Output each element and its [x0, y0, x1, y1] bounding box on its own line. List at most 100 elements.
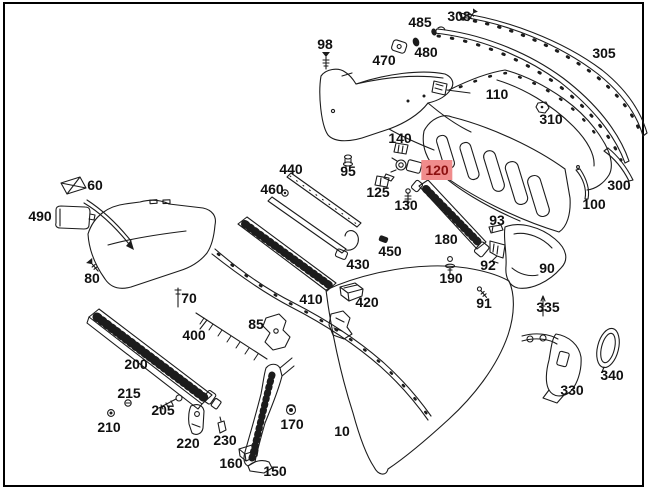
part-label-125[interactable]: 125 — [366, 184, 390, 200]
part-label-430[interactable]: 430 — [346, 256, 370, 272]
part-label-92[interactable]: 92 — [480, 257, 496, 273]
part-label-120[interactable]: 120 — [421, 160, 453, 180]
part-label-98[interactable]: 98 — [317, 36, 333, 52]
part-label-205[interactable]: 205 — [151, 402, 175, 418]
part-430-strip — [267, 196, 359, 260]
fastener-91-screw — [476, 286, 488, 298]
part-305-trim-strip — [458, 12, 648, 137]
part-label-91[interactable]: 91 — [476, 295, 492, 311]
part-180-beam — [410, 179, 490, 258]
part-seal-strip-arrow — [83, 199, 134, 250]
fastener-210-grommet — [107, 409, 115, 417]
part-60-pad — [60, 176, 87, 195]
part-label-215[interactable]: 215 — [117, 385, 141, 401]
part-label-480[interactable]: 480 — [414, 44, 438, 60]
diagram-border — [3, 2, 644, 487]
part-label-450[interactable]: 450 — [378, 243, 402, 259]
part-label-100[interactable]: 100 — [582, 196, 606, 212]
fastener-93-clip — [488, 224, 504, 234]
part-label-140[interactable]: 140 — [388, 130, 412, 146]
fastener-190-screw — [444, 256, 456, 275]
part-label-330[interactable]: 330 — [560, 382, 584, 398]
part-label-60[interactable]: 60 — [87, 177, 103, 193]
part-label-160[interactable]: 160 — [219, 455, 243, 471]
part-label-420[interactable]: 420 — [355, 294, 379, 310]
part-440-strip — [286, 172, 362, 228]
fastener-125-clip — [374, 175, 390, 188]
part-label-170[interactable]: 170 — [280, 416, 304, 432]
part-bumper-face-edge — [406, 69, 612, 191]
part-label-220[interactable]: 220 — [176, 435, 200, 451]
fastener-70-pin — [174, 287, 182, 308]
part-400-molding — [195, 312, 268, 361]
part-label-190[interactable]: 190 — [439, 270, 463, 286]
part-label-470[interactable]: 470 — [372, 52, 396, 68]
part-label-200[interactable]: 200 — [124, 356, 148, 372]
fastener-308-screw — [467, 8, 478, 22]
part-label-440[interactable]: 440 — [279, 161, 303, 177]
part-label-130[interactable]: 130 — [394, 197, 418, 213]
part-90-corner-cap — [503, 224, 567, 289]
part-label-110[interactable]: 110 — [485, 86, 509, 102]
part-220-bracket — [188, 404, 205, 435]
fastener-80-screw — [86, 257, 99, 272]
part-label-400[interactable]: 400 — [182, 327, 206, 343]
part-label-95[interactable]: 95 — [340, 163, 356, 179]
part-100-strip — [575, 165, 590, 200]
fastener-450-clip — [378, 235, 389, 243]
part-490-box — [55, 205, 96, 230]
part-label-230[interactable]: 230 — [213, 432, 237, 448]
part-85-bracket — [262, 313, 291, 351]
part-label-410[interactable]: 410 — [299, 291, 323, 307]
fastener-130-screw — [404, 188, 412, 207]
fastener-485-clip — [431, 26, 446, 36]
part-label-93[interactable]: 93 — [489, 212, 505, 228]
fastener-140-clip — [393, 142, 409, 155]
part-340-ring — [596, 327, 620, 373]
part-label-90[interactable]: 90 — [539, 260, 555, 276]
part-label-180[interactable]: 180 — [434, 231, 458, 247]
part-330-bracket — [521, 333, 582, 404]
part-left-shell — [87, 199, 216, 289]
part-420-box — [339, 282, 364, 302]
fastener-98-screw — [322, 52, 330, 70]
part-230-clip — [217, 416, 227, 434]
part-label-80[interactable]: 80 — [84, 270, 100, 286]
part-label-308[interactable]: 308 — [447, 8, 471, 24]
part-label-10[interactable]: 10 — [334, 423, 350, 439]
part-160-box — [238, 444, 259, 462]
fastener-460-clip — [281, 189, 289, 197]
fastener-335-pin — [540, 295, 546, 317]
part-10-panel — [325, 265, 514, 475]
part-92-bracket — [489, 240, 506, 264]
part-label-300[interactable]: 300 — [607, 177, 631, 193]
fastener-215-grommet — [124, 399, 132, 407]
part-label-335[interactable]: 335 — [536, 299, 560, 315]
fastener-310-clip — [535, 101, 550, 114]
part-inner-band — [433, 28, 630, 164]
part-label-70[interactable]: 70 — [181, 290, 197, 306]
part-300-strip — [603, 147, 634, 182]
part-200-beam — [86, 308, 222, 410]
part-label-340[interactable]: 340 — [600, 367, 624, 383]
part-label-150[interactable]: 150 — [263, 463, 287, 479]
part-label-85[interactable]: 85 — [248, 316, 264, 332]
part-410-beam — [237, 216, 337, 292]
part-lower-band — [211, 248, 432, 421]
part-label-460[interactable]: 460 — [260, 181, 284, 197]
part-label-490[interactable]: 490 — [28, 208, 52, 224]
fastener-95-grommet — [342, 154, 354, 170]
part-150-bracket — [243, 357, 295, 474]
fastener-205-screw — [158, 394, 183, 410]
part-170-grommet — [285, 404, 297, 416]
fastener-110-clip — [431, 80, 471, 96]
part-label-210[interactable]: 210 — [97, 419, 121, 435]
part-120-sensor — [383, 157, 423, 182]
part-label-305[interactable]: 305 — [592, 45, 616, 61]
part-label-310[interactable]: 310 — [539, 111, 563, 127]
part-label-485[interactable]: 485 — [408, 14, 432, 30]
part-corner-piece — [319, 68, 472, 151]
